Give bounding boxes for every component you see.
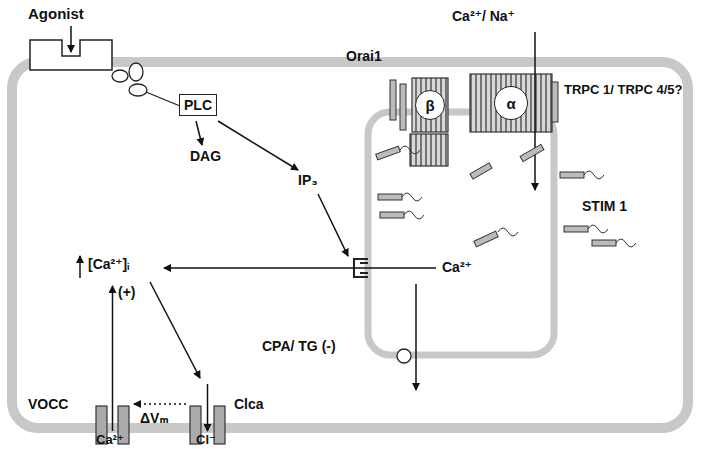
subunit-circle: β: [415, 90, 445, 120]
serca-pump: [397, 349, 411, 363]
process-box: PLC: [179, 94, 217, 116]
node-text: β: [425, 97, 434, 114]
cl-efflux-arrow: [207, 384, 209, 431]
sign-label: (+): [118, 284, 136, 300]
protein-name: Orai1: [346, 48, 382, 64]
ca-influx-arrow: [112, 286, 114, 431]
ion-label: Ca²⁺: [442, 259, 472, 275]
arrow: [415, 284, 417, 390]
subunit-circle: α: [494, 86, 528, 120]
arrow: [218, 121, 298, 170]
channel-name: VOCC: [28, 396, 68, 412]
molecule-label: DAG: [190, 148, 221, 164]
node-text: α: [506, 95, 515, 112]
channel-subunit: [400, 84, 406, 130]
plc-link: [146, 92, 180, 106]
activation-arrow: [150, 282, 200, 378]
channel-subunit: [390, 80, 396, 120]
ion-label: Cl⁻: [196, 432, 216, 448]
stim1-molecules: [376, 144, 636, 247]
g-protein: [129, 84, 147, 96]
ion-label: Ca²⁺: [96, 432, 124, 448]
label: ΔVₘ: [140, 410, 169, 426]
arrow: [196, 121, 202, 145]
g-protein: [112, 70, 128, 82]
ion-label: Ca²⁺/ Na⁺: [452, 8, 515, 24]
channel-subunit: [552, 82, 558, 122]
orai-channel: [412, 78, 448, 132]
trpc-channel: [470, 74, 552, 132]
ca-entry-arrow: [534, 32, 536, 190]
rise-arrow: [79, 256, 81, 278]
node-text: PLC: [184, 97, 212, 113]
molecule-label: IP₃: [298, 172, 318, 188]
ca-release-arrow: [164, 267, 436, 269]
label: Agonist: [28, 6, 84, 22]
drug-label: CPA/ TG (-): [262, 338, 336, 354]
arrow: [318, 194, 348, 256]
g-protein: [129, 63, 143, 81]
stim-cluster: [410, 134, 448, 166]
channel-name: Clca: [234, 396, 264, 412]
plasma-membrane: [12, 62, 688, 428]
ion-label: [Ca²⁺]ᵢ: [88, 256, 129, 272]
er-membrane: [368, 112, 554, 355]
protein-name: TRPC 1/ TRPC 4/5?: [564, 82, 682, 98]
protein-name: STIM 1: [582, 198, 627, 214]
agonist-arrow: [70, 26, 72, 52]
depolarization-arrow: [134, 403, 186, 405]
